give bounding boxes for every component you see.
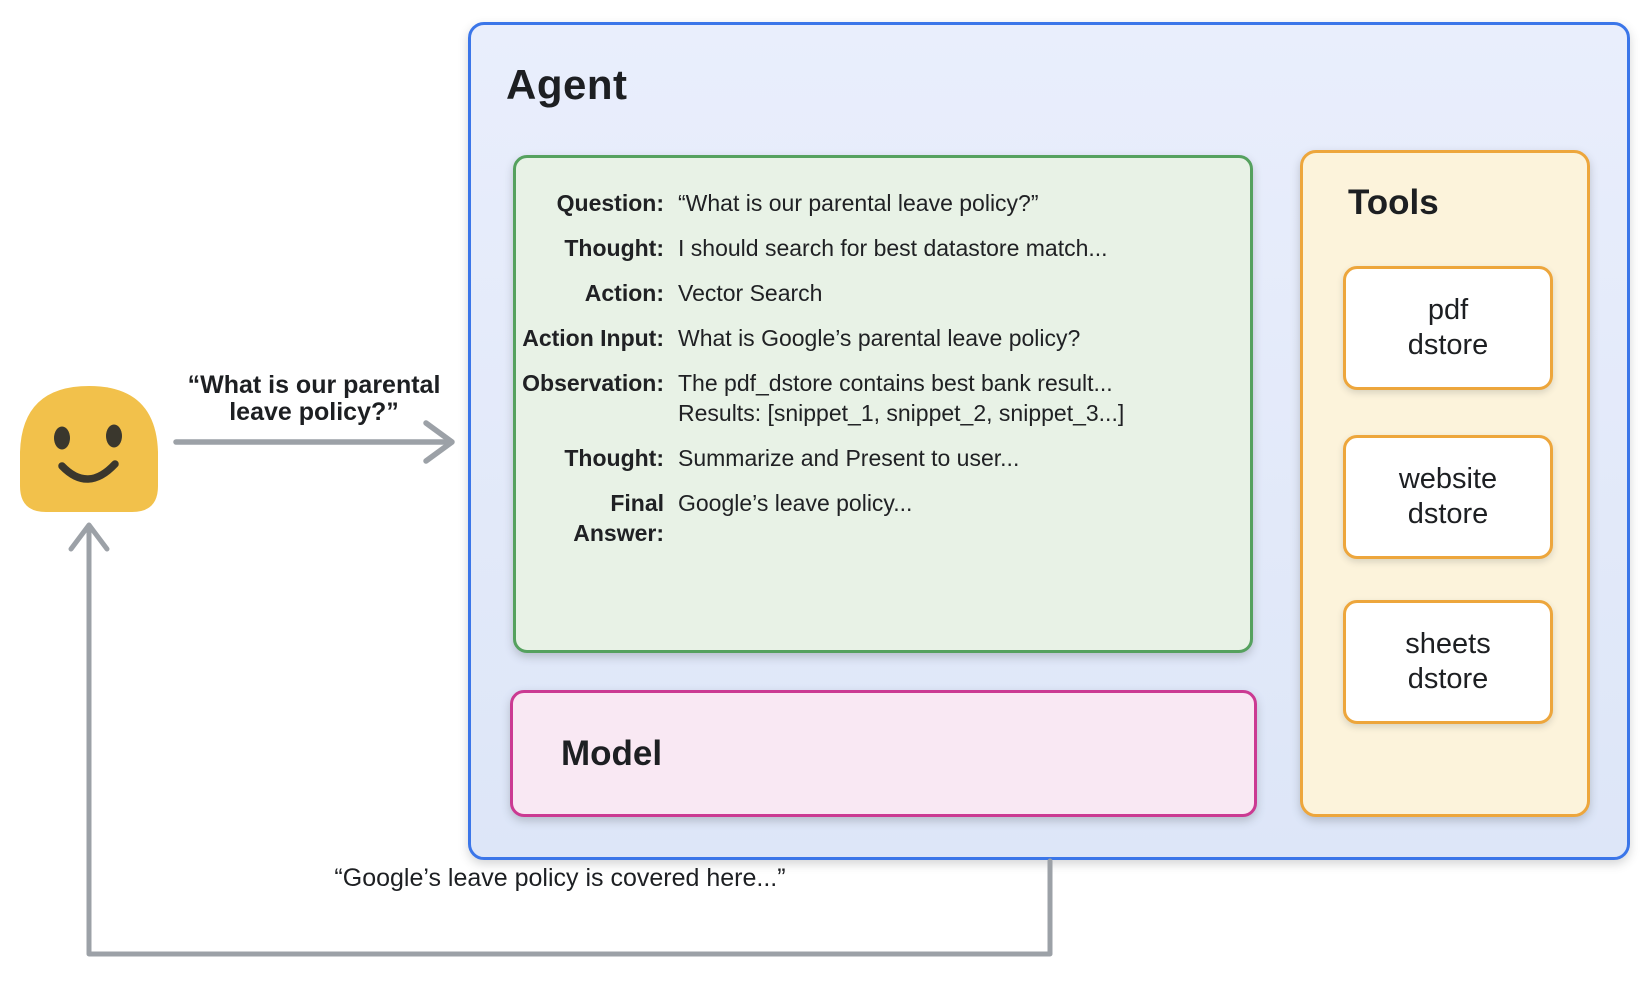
scratchpad-row-thought-1: Thought: I should search for best datast… <box>522 233 1250 263</box>
tool-website-dstore: website dstore <box>1343 435 1553 559</box>
row-value: “What is our parental leave policy?” <box>678 190 1039 216</box>
user-eye-left <box>54 426 70 450</box>
scratchpad-row-action: Action: Vector Search <box>522 278 1250 308</box>
row-value: What is Google’s parental leave policy? <box>678 325 1081 351</box>
row-label: Action Input: <box>522 325 664 351</box>
observation-line-1: The pdf_dstore contains best bank result… <box>678 370 1113 396</box>
agent-title: Agent <box>506 61 628 108</box>
agent-scratchpad-box: Question: “What is our parental leave po… <box>513 155 1253 653</box>
user-avatar <box>20 386 158 512</box>
user-face <box>20 386 158 512</box>
model-box: Model <box>510 690 1257 817</box>
row-value: Google’s leave policy... <box>678 490 913 516</box>
scratchpad-row-action-input: Action Input: What is Google’s parental … <box>522 323 1250 353</box>
row-value: Vector Search <box>678 280 823 306</box>
observation-line-2: Results: [snippet_1, snippet_2, snippet_… <box>678 400 1125 426</box>
request-arrow <box>173 420 455 464</box>
row-label: Question: <box>556 190 664 216</box>
response-label: “Google’s leave policy is covered here..… <box>334 864 786 892</box>
tool-pdf-dstore: pdf dstore <box>1343 266 1553 390</box>
scratchpad-row-thought-2: Thought: Summarize and Present to user..… <box>522 443 1250 473</box>
tools-box: Tools pdf dstore website dstore sheets d… <box>1300 150 1590 817</box>
request-label: “What is our parental leave policy?” <box>187 371 441 426</box>
model-title: Model <box>561 733 663 773</box>
scratchpad-row-final-answer: Final Answer: Google’s leave policy... <box>522 488 1250 548</box>
row-value: The pdf_dstore contains best bank result… <box>678 368 1124 428</box>
row-label: Thought: <box>564 445 664 471</box>
row-label: Observation: <box>522 370 664 396</box>
tool-sheets-dstore: sheets dstore <box>1343 600 1553 724</box>
row-label: Final Answer: <box>573 490 664 546</box>
row-label: Thought: <box>564 235 664 261</box>
scratchpad-row-question: Question: “What is our parental leave po… <box>522 188 1250 218</box>
tools-title: Tools <box>1348 183 1439 222</box>
row-value: Summarize and Present to user... <box>678 445 1020 471</box>
row-label: Action: <box>584 280 664 306</box>
row-value: I should search for best datastore match… <box>678 235 1108 261</box>
user-eye-right <box>106 424 122 448</box>
user-smile <box>58 460 119 483</box>
scratchpad-row-observation: Observation: The pdf_dstore contains bes… <box>522 368 1250 428</box>
